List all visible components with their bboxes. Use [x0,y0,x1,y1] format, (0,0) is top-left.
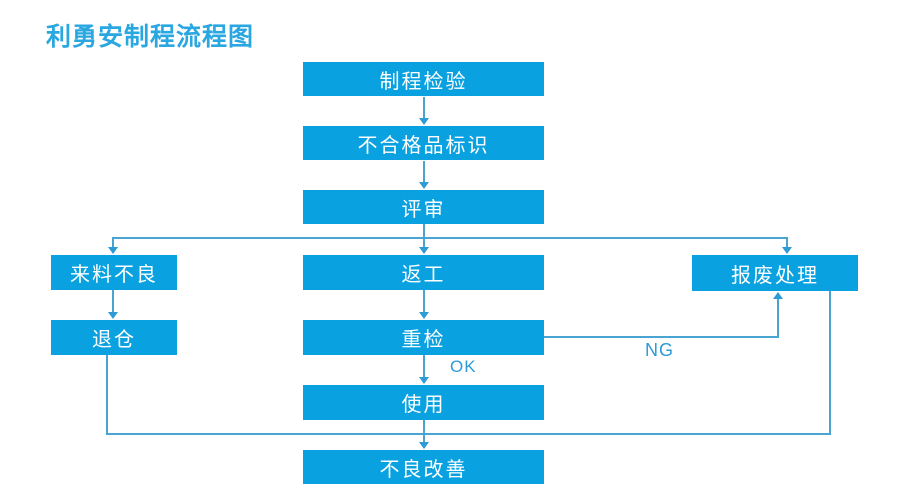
arrowhead-down-icon [419,377,429,384]
connector-use-to-improvement [423,420,425,443]
arrowhead-down-icon [419,182,429,189]
node-use: 使用 [303,385,544,420]
branch-line [112,237,788,239]
node-scrap-disposal: 报废处理 [692,255,858,291]
connector-ng-to-scrap [777,299,779,338]
node-nonconforming-mark: 不合格品标识 [303,126,544,160]
node-process-inspection: 制程检验 [303,62,544,96]
connector-branch-to-rework [423,238,425,248]
arrowhead-down-icon [419,442,429,449]
connector-review-to-branch [423,224,425,238]
node-review: 评审 [303,190,544,224]
connector-mark-to-review [423,161,425,182]
connector-scrap-down [829,291,831,435]
page-title: 利勇安制程流程图 [46,23,255,51]
connector-branch-to-scrap [786,238,788,248]
node-return-to-warehouse: 退仓 [51,320,177,355]
node-defect-improvement: 不良改善 [303,450,544,484]
arrowhead-up-icon [773,292,783,299]
node-recheck: 重检 [303,320,544,355]
connector-branch-to-incoming-defect [112,238,114,248]
arrowhead-down-icon [419,247,429,254]
arrowhead-down-icon [108,312,118,319]
node-rework: 返工 [303,255,544,290]
connector-incoming-defect-to-return [112,290,114,313]
connector-recheck-ng-horizontal [544,336,779,338]
connector-return-down [106,355,108,435]
connector-recheck-to-use [423,355,425,378]
arrowhead-down-icon [419,312,429,319]
edge-label-ng: NG [645,340,674,360]
arrowhead-down-icon [419,118,429,125]
node-incoming-defect: 来料不良 [51,255,177,290]
arrowhead-down-icon [108,247,118,254]
connector-rework-to-recheck [423,290,425,313]
arrowhead-down-icon [782,247,792,254]
connector-bottom-bus [107,433,831,435]
edge-label-ok: OK [450,357,477,376]
connector-inspection-to-mark [423,97,425,118]
